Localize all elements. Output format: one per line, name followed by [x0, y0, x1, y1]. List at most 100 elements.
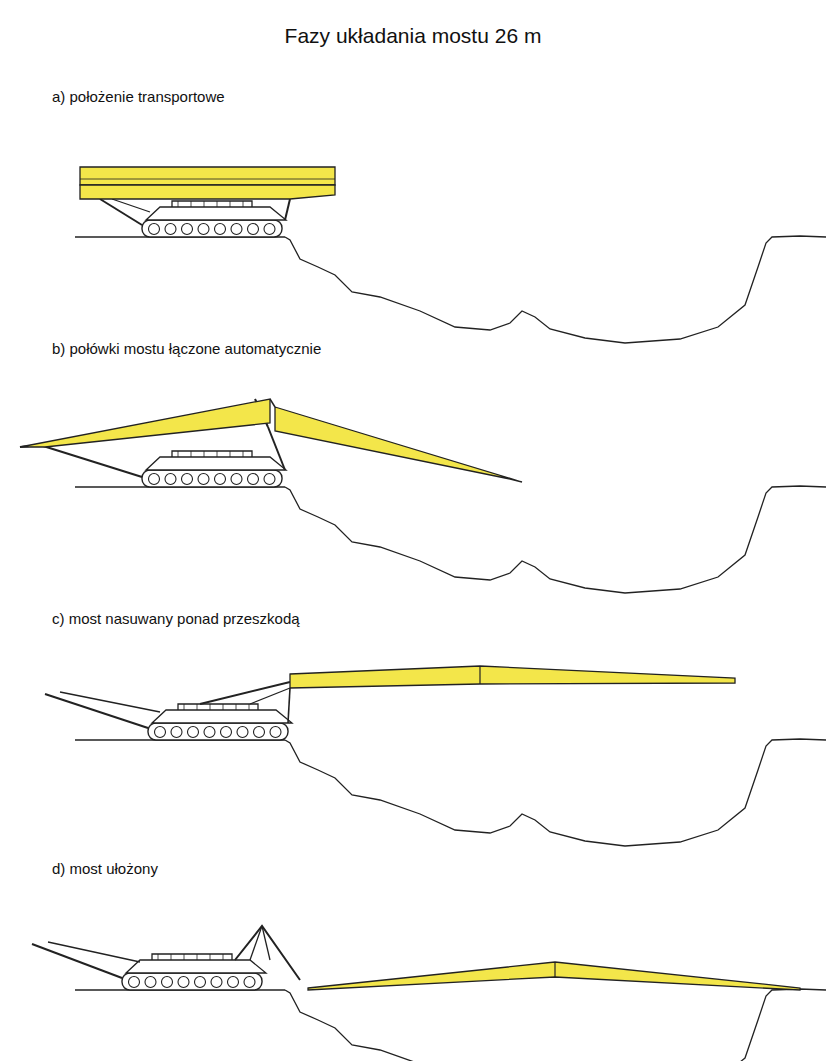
hull-detail [230, 201, 231, 207]
road-wheel [215, 224, 226, 235]
road-wheel [215, 474, 226, 485]
road-wheel [162, 977, 173, 988]
hull-detail [217, 201, 218, 207]
rear-leg [40, 445, 142, 477]
rear-leg [32, 944, 122, 978]
support-leg [100, 199, 142, 225]
road-wheel [254, 727, 265, 738]
track [142, 220, 282, 237]
road-wheel [231, 224, 242, 235]
terrain-profile [285, 486, 826, 593]
road-wheel [231, 474, 242, 485]
terrain-profile [285, 989, 826, 1061]
bridge-right-half [275, 407, 522, 482]
hinge [270, 399, 275, 407]
road-wheel [149, 224, 160, 235]
road-wheel [129, 977, 140, 988]
hull-detail [223, 704, 224, 710]
hull-detail [204, 201, 205, 207]
bridge-lower-half [80, 185, 335, 199]
bridge-left-half [20, 399, 270, 447]
raised-frame [235, 926, 300, 980]
road-wheel [182, 474, 193, 485]
raised-frame [262, 926, 270, 960]
hull-detail [197, 704, 198, 710]
road-wheel [155, 727, 166, 738]
track [148, 723, 288, 740]
phase-caption: d) most ułożony [52, 860, 158, 877]
road-wheel [264, 474, 275, 485]
road-wheel [149, 474, 160, 485]
road-wheel [198, 474, 209, 485]
hull-detail [191, 451, 192, 457]
tank-hull [146, 457, 286, 470]
road-wheel [195, 977, 206, 988]
road-wheel [204, 727, 215, 738]
bridge-joint [554, 962, 555, 977]
terrain-profile [285, 236, 826, 343]
hull-detail [236, 704, 237, 710]
hull-detail [191, 201, 192, 207]
hull-detail [184, 954, 185, 960]
bridge-launched [290, 666, 735, 688]
diagram-title: Fazy układania mostu 26 m [0, 24, 826, 48]
tank-superstructure [178, 704, 258, 710]
bridge-laid [308, 962, 800, 990]
rear-frame [60, 692, 160, 712]
road-wheel [211, 977, 222, 988]
hull-detail [178, 451, 179, 457]
front-frame [285, 199, 290, 220]
tank-superstructure [172, 451, 252, 457]
hull-detail [243, 451, 244, 457]
hull-detail [210, 954, 211, 960]
road-wheel [188, 727, 199, 738]
road-wheel [171, 727, 182, 738]
tank-hull [152, 710, 292, 723]
hull-detail [230, 451, 231, 457]
bridge-joint [479, 666, 480, 684]
bridge-upper-half [80, 167, 335, 185]
tank-superstructure [172, 201, 252, 207]
road-wheel [248, 224, 259, 235]
hull-detail [223, 954, 224, 960]
launch-arm [250, 688, 290, 704]
road-wheel [165, 224, 176, 235]
road-wheel [182, 224, 193, 235]
tank-hull [146, 207, 286, 220]
hull-detail [249, 704, 250, 710]
tank-hull [126, 960, 266, 973]
support-leg [112, 199, 150, 212]
road-wheel [221, 727, 232, 738]
road-wheel [270, 727, 281, 738]
hull-detail [197, 954, 198, 960]
phase-caption: c) most nasuwany ponad przeszkodą [52, 610, 300, 627]
hull-detail [210, 704, 211, 710]
hull-detail [217, 451, 218, 457]
hull-detail [243, 201, 244, 207]
road-wheel [248, 474, 259, 485]
track [142, 470, 282, 487]
raised-frame [250, 926, 262, 960]
track [122, 973, 262, 990]
hull-detail [171, 954, 172, 960]
hull-detail [204, 451, 205, 457]
road-wheel [165, 474, 176, 485]
phase-caption: b) połówki mostu łączone automatycznie [52, 340, 321, 357]
rear-frame [48, 942, 140, 962]
hull-detail [184, 704, 185, 710]
road-wheel [198, 224, 209, 235]
bridge-edge [80, 179, 335, 180]
road-wheel [178, 977, 189, 988]
hull-detail [178, 201, 179, 207]
front-frame [268, 427, 285, 470]
hull-detail [158, 954, 159, 960]
launch-arm [200, 682, 290, 704]
phase-caption: a) położenie transportowe [52, 88, 225, 105]
terrain-profile [285, 739, 826, 846]
road-wheel [228, 977, 239, 988]
road-wheel [145, 977, 156, 988]
road-wheel [244, 977, 255, 988]
road-wheel [237, 727, 248, 738]
front-frame [288, 688, 290, 723]
